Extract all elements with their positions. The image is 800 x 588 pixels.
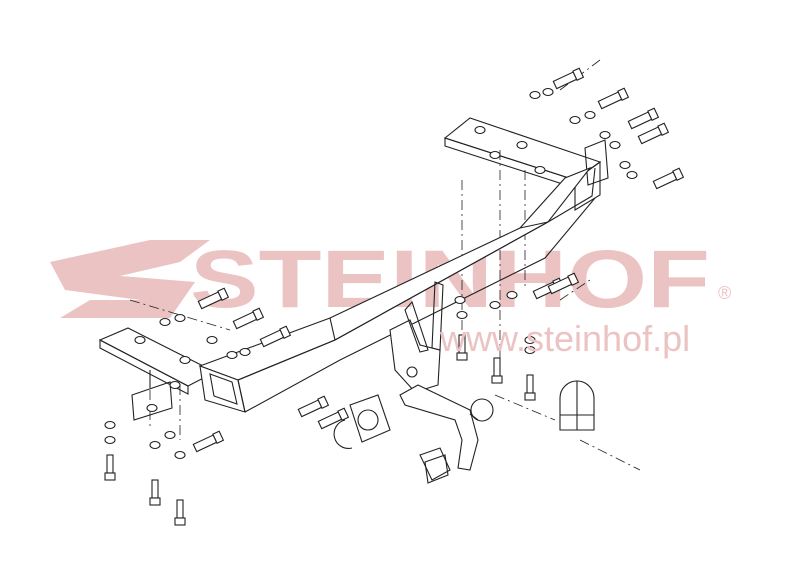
- washer-icon: [569, 115, 581, 125]
- bolt-icon: [297, 399, 323, 418]
- bolt-icon: [652, 171, 678, 190]
- bolt-icon: [627, 111, 653, 130]
- watermark-url: www.steinhof.pl: [440, 318, 691, 359]
- bolt-head-icon: [279, 325, 292, 339]
- bolt-head-icon: [217, 287, 230, 301]
- washer-icon: [146, 403, 158, 413]
- bolt-head-icon: [567, 272, 580, 286]
- washer-icon: [174, 313, 186, 323]
- washer-icon: [174, 450, 186, 460]
- washer-icon: [226, 350, 238, 360]
- right-mounting-bracket: [443, 117, 609, 211]
- washer-icon: [584, 110, 596, 120]
- washer-icon: [506, 290, 518, 300]
- washer-icon: [169, 380, 181, 390]
- washer-icon: [489, 300, 501, 310]
- washer-icon: [489, 150, 501, 160]
- washer-icon: [104, 420, 116, 430]
- washer-icon: [206, 335, 218, 345]
- washer-icon: [534, 165, 546, 175]
- washer-icon: [516, 140, 528, 150]
- bolt-icon: [317, 411, 343, 430]
- washer-icon: [104, 435, 116, 445]
- bolt-head-icon: [174, 517, 186, 526]
- bolt-head-icon: [572, 67, 585, 81]
- washer-icon: [149, 440, 161, 450]
- bolt-head-icon: [491, 375, 503, 384]
- bolt-icon: [151, 479, 159, 499]
- ball-cover-cap: [559, 380, 595, 431]
- washer-icon: [164, 430, 176, 440]
- bolt-head-icon: [647, 107, 660, 121]
- washer-icon: [599, 130, 611, 140]
- washer-icon: [159, 317, 171, 327]
- bolt-head-icon: [657, 122, 670, 136]
- bolt-head-icon: [149, 497, 161, 506]
- bolt-set: [104, 67, 685, 526]
- bolt-icon: [106, 454, 114, 474]
- bolt-head-icon: [337, 407, 350, 421]
- washer-icon: [239, 347, 251, 357]
- bolt-icon: [637, 126, 663, 145]
- bolt-head-icon: [252, 307, 265, 321]
- bolt-head-icon: [524, 392, 536, 401]
- washer-icon: [474, 125, 486, 135]
- towbar-drawing: [98, 59, 685, 526]
- bolt-head-icon: [104, 472, 116, 481]
- bolt-head-icon: [317, 395, 330, 409]
- bolt-icon: [493, 357, 501, 377]
- bolt-icon: [597, 91, 623, 110]
- bolt-icon: [176, 499, 184, 519]
- washer-icon: [529, 90, 541, 100]
- registered-mark: ®: [718, 283, 732, 303]
- hook-holder-plate: [389, 281, 444, 393]
- washer-icon: [456, 310, 468, 320]
- logo-swoosh-icon: [50, 240, 210, 318]
- bolt-head-icon: [672, 167, 685, 181]
- socket-cover: [419, 447, 451, 484]
- svg-text:STEINHOF: STEINHOF: [190, 234, 710, 325]
- steinhof-logo-watermark: STEINHOF: [50, 234, 710, 325]
- bolt-icon: [192, 434, 218, 453]
- washer-icon: [626, 170, 638, 180]
- washer-icon: [609, 140, 621, 150]
- bolt-head-icon: [617, 87, 630, 101]
- washer-icon: [619, 160, 631, 170]
- washer-icon: [524, 345, 536, 355]
- ball-hook: [399, 384, 494, 471]
- electrical-socket: [333, 394, 391, 449]
- left-mounting-bracket: [98, 327, 217, 421]
- washer-icon: [542, 87, 554, 97]
- bolt-icon: [526, 374, 534, 394]
- washer-icon: [134, 335, 146, 345]
- washer-icon: [454, 295, 466, 305]
- washer-icon: [179, 355, 191, 365]
- main-crossbeam: [198, 166, 596, 413]
- bolt-head-icon: [456, 352, 468, 361]
- washer-icon: [524, 335, 536, 345]
- bolt-head-icon: [212, 430, 225, 444]
